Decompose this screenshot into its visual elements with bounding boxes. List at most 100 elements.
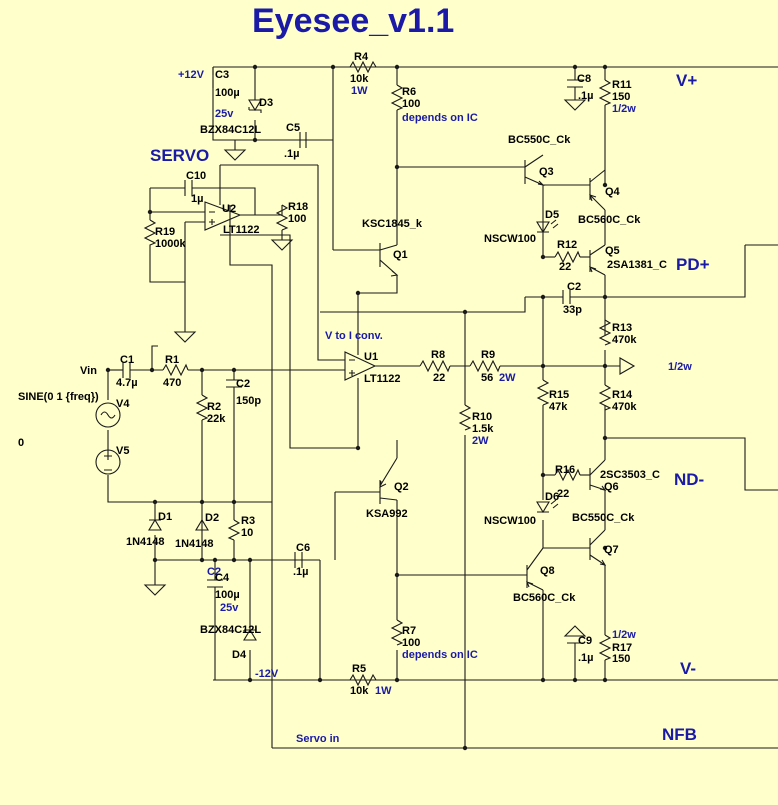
label-d2-ref: D2 <box>205 512 219 524</box>
capacitor-c2b <box>562 290 583 304</box>
diode-d1 <box>148 518 162 531</box>
resistor-r5 <box>349 673 377 687</box>
components <box>95 60 636 687</box>
label-r18-ref: R18 <box>288 201 308 213</box>
label-q5-ref: Q5 <box>605 245 620 257</box>
ground-symbol <box>270 239 294 251</box>
label-c8-value: .1µ <box>578 90 594 102</box>
label-r14-value: 470k <box>612 401 637 413</box>
label-r2-ref: R2 <box>207 401 221 413</box>
label-c10-value: 1µ <box>191 193 203 205</box>
label-r4-ref: R4 <box>354 51 369 63</box>
ground-symbol <box>563 625 587 637</box>
label-d4-ref: D4 <box>232 649 247 661</box>
led-d5 <box>536 219 559 234</box>
label-r13-ref: R13 <box>612 322 632 334</box>
label-d3-ref: D3 <box>259 97 273 109</box>
label-r15-value: 47k <box>549 401 568 413</box>
label-r9-ref: R9 <box>481 349 495 361</box>
label-q2-ref: Q2 <box>394 481 409 493</box>
resistor-r15 <box>536 379 550 406</box>
label-c3-rating: 25v <box>215 108 234 120</box>
capacitor-c2 <box>226 379 242 400</box>
resistor-r3 <box>227 519 241 541</box>
label-q8-ref: Q8 <box>540 565 555 577</box>
label-c5-value: .1µ <box>284 148 300 160</box>
label-r7-note: depends on IC <box>402 649 478 661</box>
label-q4-value: BC560C_Ck <box>578 214 641 226</box>
label-c10-ref: C10 <box>186 170 206 182</box>
net-label-nfb: NFB <box>662 725 697 744</box>
label-r18-value: 100 <box>288 213 306 225</box>
resistor-r10 <box>458 404 472 431</box>
source-v4 <box>95 402 121 428</box>
label-c9-ref: C9 <box>578 635 592 647</box>
label-c2b-ref: C2 <box>567 281 581 293</box>
label-r14-ref: R14 <box>612 389 633 401</box>
capacitor-c8 <box>567 79 583 100</box>
label-d4-value: BZX84C12L <box>200 624 261 636</box>
label-q7-value: BC550C_Ck <box>572 512 635 524</box>
label-r5-ref: R5 <box>352 663 366 675</box>
label-r19-ref: R19 <box>155 226 175 238</box>
label-d2-value: 1N4148 <box>175 538 214 550</box>
resistor-r1 <box>162 363 189 377</box>
label-c4-ref: C4 <box>215 572 230 584</box>
source-v5 <box>95 449 121 475</box>
label-r11-rating: 1/2w <box>612 103 636 115</box>
label-r17-ref: R17 <box>612 642 632 654</box>
label-v4-ref: V4 <box>116 398 130 410</box>
resistor-r6 <box>390 84 404 111</box>
label-r8-ref: R8 <box>431 349 445 361</box>
label-c4-value: 100µ <box>215 589 240 601</box>
label-r7-value: 100 <box>402 637 420 649</box>
label-r1-ref: R1 <box>165 354 179 366</box>
label-r5-rating: 1W <box>375 685 392 697</box>
label-r16-value: 22 <box>557 488 569 500</box>
resistor-r8 <box>419 359 451 373</box>
net-label-servo-in: Servo in <box>296 733 340 745</box>
label-q3-ref: Q3 <box>539 166 554 178</box>
resistor-r12 <box>554 250 581 264</box>
resistor-r11 <box>598 79 612 106</box>
label-d5-value: NSCW100 <box>484 233 536 245</box>
label-c2-ground-note: C2 <box>207 566 221 578</box>
label-r13-value: 470k <box>612 334 637 346</box>
net-label-pdplus: PD+ <box>676 255 710 274</box>
net-label-m12: -12V <box>255 668 279 680</box>
diode-d2 <box>195 518 209 531</box>
label-d5-ref: D5 <box>545 209 559 221</box>
ground-symbol <box>223 140 247 161</box>
label-c8-ref: C8 <box>577 73 591 85</box>
label-c1-ref: C1 <box>120 354 134 366</box>
label-r10-ref: R10 <box>472 411 492 423</box>
label-q6-value: 2SC3503_C <box>600 469 660 481</box>
label-r3-value: 10 <box>241 527 253 539</box>
resistor-r2 <box>195 394 209 421</box>
transistor-q6 <box>589 459 607 491</box>
resistor-r13 <box>598 319 612 346</box>
net-label-ndminus: ND- <box>674 470 704 489</box>
resistor-r17 <box>598 634 612 661</box>
net-label-servo: SERVO <box>150 146 209 165</box>
transistor-q4 <box>589 169 606 211</box>
label-r6-value: 100 <box>402 98 420 110</box>
label-c2b-value: 33p <box>563 304 582 316</box>
label-r11-value: 150 <box>612 91 630 103</box>
label-v4-value: SINE(0 1 {freq}) <box>18 391 99 403</box>
label-q1-value: KSC1845_k <box>362 218 423 230</box>
label-q1-ref: Q1 <box>393 249 408 261</box>
label-r4-value: 10k <box>350 73 369 85</box>
label-q4-ref: Q4 <box>605 186 621 198</box>
net-labels: V+ PD+ ND- V- NFB SERVO +12V -12V Vin Se… <box>80 69 710 745</box>
label-r6-note: depends on IC <box>402 112 478 124</box>
label-d1-value: 1N4148 <box>126 536 165 548</box>
label-c5-ref: C5 <box>286 122 300 134</box>
junctions <box>105 64 608 751</box>
net-label-vplus: V+ <box>676 71 697 90</box>
output-flag <box>619 357 636 375</box>
capacitor-c1 <box>122 362 133 378</box>
transistor-q8 <box>526 547 544 591</box>
opamp-u2 <box>204 201 242 231</box>
net-label-vtoi: V to I conv. <box>325 330 383 342</box>
